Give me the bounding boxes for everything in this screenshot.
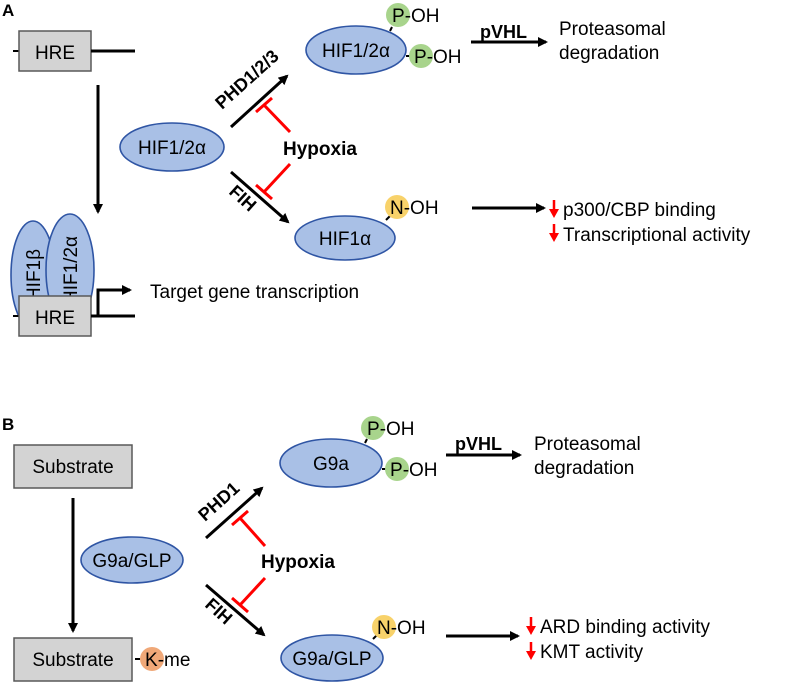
hre-top: HRE <box>13 30 135 72</box>
hydroxyl-circle-1 <box>386 3 410 27</box>
hif-center-ellipse <box>119 122 225 172</box>
hif12a-dimer-label: HIF1/2α <box>61 236 82 304</box>
hre-bottom-box <box>18 295 92 337</box>
inhibition-top-a <box>255 96 292 134</box>
phd1-arrow <box>205 486 264 540</box>
g9a-hydroxyl-p-1: P-OH <box>367 419 415 440</box>
phd1-label: PHD1 <box>194 478 243 525</box>
hypoxia-label-b: Hypoxia <box>261 552 335 573</box>
decrease-icon-a-2 <box>549 224 559 242</box>
hif1b-label: HIF1β <box>24 249 45 301</box>
fih-label-b: FIH <box>201 594 236 628</box>
g9a-hydroxyl-circle-1 <box>361 416 385 440</box>
hif1a-hydroxylated: HIF1α N-OH <box>294 195 439 261</box>
transcription-arrow <box>96 285 132 316</box>
n-oh-label-a: N-OH <box>390 198 439 219</box>
outcome-kmt-activity: KMT activity <box>540 642 644 663</box>
pvhl-label-a: pVHL <box>480 22 527 42</box>
hre-bottom: HRE <box>13 285 135 337</box>
g9a-glp-hydroxylated: G9a/GLP N-OH <box>280 615 426 682</box>
g9a-glp-ellipse <box>280 634 384 682</box>
inhibition-bottom-a <box>255 162 292 201</box>
outcome-degradation-b-2: degradation <box>534 458 634 479</box>
fih-arrow <box>230 170 290 224</box>
hif-hydroxylated-ellipse <box>305 25 407 75</box>
g9a-label: G9a <box>313 454 349 475</box>
decrease-icon-b-2 <box>526 642 536 660</box>
g9a-glp-label: G9a/GLP <box>292 649 371 670</box>
panel-a-label: A <box>2 1 14 20</box>
inhibition-bottom-b <box>231 576 267 614</box>
n-circle-a <box>385 195 409 219</box>
outcome-p300-binding: p300/CBP binding <box>563 200 716 221</box>
k-me-label: K-me <box>145 650 190 671</box>
outcome-transcriptional-activity: Transcriptional activity <box>563 225 751 246</box>
decrease-icon-a-1 <box>549 200 559 218</box>
hypoxia-label-a: Hypoxia <box>283 139 357 160</box>
pvhl-label-b: pVHL <box>455 434 502 454</box>
substrate-top: Substrate <box>13 444 133 489</box>
hif-center-label: HIF1/2α <box>138 138 206 159</box>
hif-hydroxylated: HIF1/2α P-OH P-OH <box>305 3 462 75</box>
hif-center: HIF1/2α <box>119 122 225 172</box>
phd-label: PHD1/2/3 <box>211 46 282 113</box>
panel-b-label: B <box>2 415 14 434</box>
target-gene-label: Target gene transcription <box>150 282 359 303</box>
hif-hydroxylated-label: HIF1/2α <box>322 41 390 62</box>
outcome-ard-binding: ARD binding activity <box>540 617 711 638</box>
g9a-center: G9a/GLP <box>80 536 184 584</box>
hre-bottom-label: HRE <box>35 308 75 329</box>
panel-b: B Substrate Substrate K-me G9a/GLP PHD1 … <box>2 415 711 682</box>
g9a-center-label: G9a/GLP <box>92 551 171 572</box>
substrate-bottom-label: Substrate <box>32 650 113 671</box>
inhibition-top-b <box>231 509 267 547</box>
outcome-degradation-a-1: Proteasomal <box>559 19 666 40</box>
g9a-hydroxyl-p-2: P-OH <box>390 460 438 481</box>
hydroxyl-circle-2 <box>409 44 433 68</box>
n-circle-b <box>372 615 396 639</box>
decrease-icon-b-1 <box>526 617 536 635</box>
fih-arrow-b <box>205 583 266 637</box>
hif1a-label: HIF1α <box>319 229 371 250</box>
hre-top-label: HRE <box>35 43 75 64</box>
outcome-degradation-b-1: Proteasomal <box>534 434 641 455</box>
phd-arrow <box>229 74 289 129</box>
hydroxyl-p-2: P-OH <box>414 47 462 68</box>
fih-label: FIH <box>225 181 260 215</box>
hif1a-ellipse <box>294 215 396 261</box>
outcome-degradation-a-2: degradation <box>559 43 659 64</box>
panel-a: A HRE HIF1/2α PHD1/2/3 FIH Hypoxia <box>2 1 751 337</box>
hydroxyl-p-1: P-OH <box>392 6 440 27</box>
g9a-center-ellipse <box>80 536 184 584</box>
g9a-hydroxyl-circle-2 <box>385 457 409 481</box>
k-circle <box>140 647 164 671</box>
substrate-bottom: Substrate K-me <box>13 637 190 682</box>
g9a-ellipse <box>279 438 383 488</box>
substrate-bottom-box <box>13 637 133 682</box>
n-oh-label-b: N-OH <box>377 618 426 639</box>
substrate-top-box <box>13 444 133 489</box>
substrate-top-label: Substrate <box>32 457 113 478</box>
g9a-hydroxylated: G9a P-OH P-OH <box>279 416 438 488</box>
